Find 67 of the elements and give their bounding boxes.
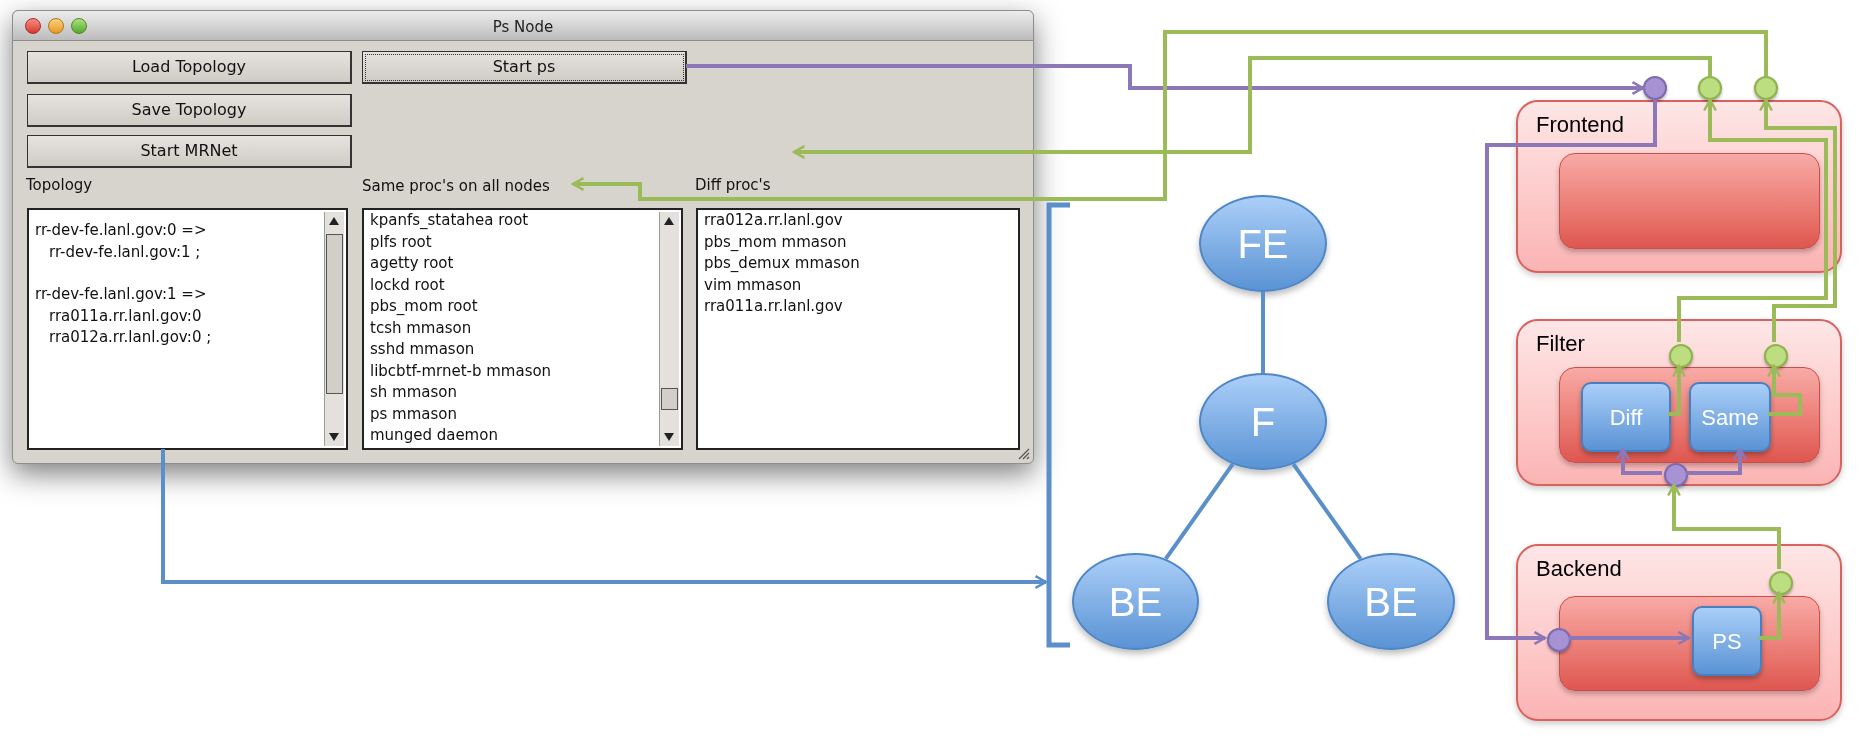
arrow [1677,98,1828,342]
arrow [1759,591,1787,640]
app-window [12,10,1034,464]
tree-node: BE [1327,553,1455,650]
column-heading: Topology [26,175,93,196]
arrow [1569,630,1691,646]
text-list [27,208,348,450]
tree-node: BE [1072,553,1199,650]
list-item: rra011a.rr.lanl.gov:0 [48,305,203,327]
list-item: kpanfs_statahea root [370,210,530,231]
text-list [362,208,683,450]
list-item: pbs_mom mmason [704,231,848,253]
arrow [1668,364,1687,416]
window-title: Ps Node [492,17,554,38]
push-button: Load Topology [27,51,352,84]
arrow [792,56,1712,160]
list-item: sshd mmason [370,339,476,360]
list-item: rra011a.rr.lanl.gov [704,296,844,317]
inner-panel [1559,596,1820,691]
group-panel [1516,100,1842,273]
connector-line [1164,463,1235,560]
list-item: pbs_demux mmason [704,253,861,274]
arrow [571,30,1768,201]
list-item: libcbtf-mrnet-b mmason [370,360,553,382]
process-box: Same [1689,382,1771,452]
arrow [1686,447,1748,475]
list-item: agetty root [370,253,455,274]
list-item: munged daemon [370,425,499,446]
column-heading: Same proc's on all nodes [362,175,574,195]
inner-panel [1559,367,1820,463]
list-item: rr-dev-fe.lanl.gov:1 ; [48,241,202,263]
arrow [1766,364,1802,416]
group-panel [1516,544,1842,721]
list-item: rr-dev-fe.lanl.gov:1 => [35,284,208,305]
push-button: Start ps [362,51,687,84]
list-item: rra012a.rr.lanl.gov [704,210,844,231]
arrow [161,449,1048,590]
list-item: sh mmason [370,382,458,403]
tree-node: FE [1199,195,1327,292]
group-title: Backend [1536,555,1622,583]
arrow [686,64,1645,96]
list-item: rra012a.rr.lanl.gov:0 ; [48,327,213,348]
arrow [1485,100,1657,646]
list-item: ps mmason [370,403,459,425]
arrow [1666,483,1781,569]
push-button: Start MRNet [27,135,352,168]
list-item: lockd root [370,274,446,296]
push-button: Save Topology [27,94,352,127]
process-box: Diff [1581,382,1671,452]
list-item: plfs root [370,231,433,253]
list-item: pbs_mom root [370,296,479,317]
connector-line [1261,292,1265,373]
process-box: PS [1692,606,1762,676]
group-title: Filter [1536,330,1585,358]
bracket [1046,202,1070,648]
arrow [1615,447,1662,475]
connector-line [1291,463,1363,560]
list-item: vim mmason [704,274,803,296]
list-item: tcsh mmason [370,317,473,339]
tree-node: F [1199,373,1327,470]
inner-panel [1559,153,1820,249]
list-item: rr-dev-fe.lanl.gov:0 => [35,220,208,241]
arrow [1758,98,1837,342]
group-panel [1516,319,1842,486]
text-list [696,208,1020,450]
column-heading: Diff proc's [695,175,771,196]
group-title: Frontend [1536,111,1625,139]
